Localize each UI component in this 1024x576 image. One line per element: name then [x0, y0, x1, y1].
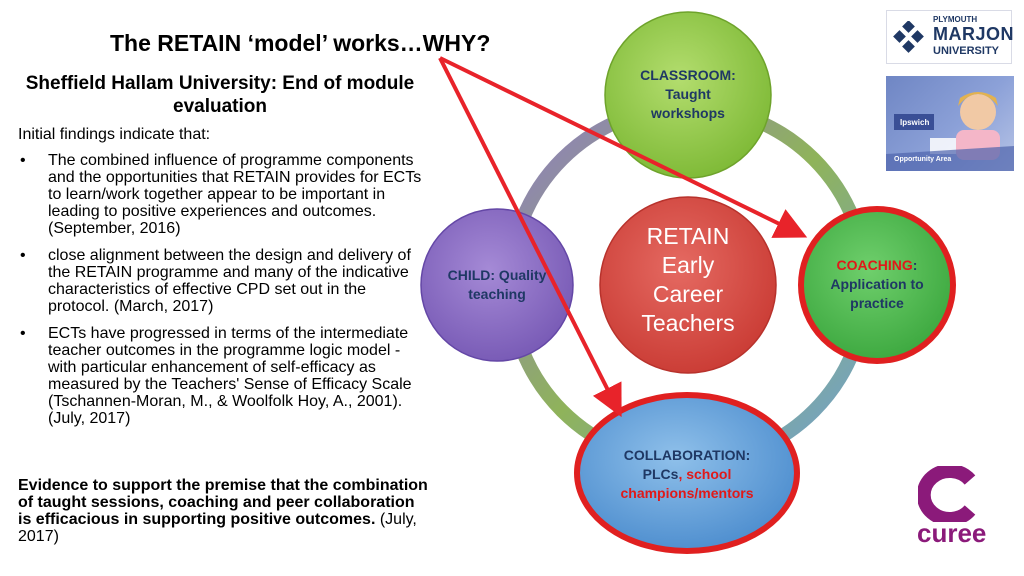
finding-item: • close alignment between the design and …: [18, 247, 428, 315]
curee-c-icon: [918, 466, 976, 522]
arrow-to-collaboration: [438, 57, 622, 418]
center-node: [599, 196, 777, 374]
center-label: RETAIN Early Career Teachers: [608, 222, 768, 338]
coaching-highlight: COACHING: [836, 257, 913, 273]
child-label: CHILD: Quality teaching: [430, 266, 564, 304]
finding-text: ECTs have progressed in terms of the int…: [48, 325, 412, 427]
ipswich-opportunity-area-image: Ipswich Opportunity Area: [886, 76, 1014, 171]
finding-text: The combined influence of programme comp…: [48, 152, 422, 237]
collaboration-label-line: COLLABORATION:: [623, 447, 751, 463]
evidence-statement: Evidence to support the premise that the…: [18, 477, 428, 545]
evidence-date: (July, 2017): [18, 511, 417, 545]
classroom-label: CLASSROOM: Taught workshops: [618, 66, 758, 123]
marjon-diamond-icon: [893, 21, 924, 53]
child-label-line: CHILD: Quality: [447, 267, 547, 283]
arrow-to-coaching: [439, 56, 808, 238]
intro-text: Initial findings indicate that:: [18, 126, 211, 143]
ipswich-tag: Ipswich: [900, 118, 930, 127]
child-label-line: teaching: [468, 286, 526, 302]
ipswich-photo-icon: [886, 92, 1014, 171]
finding-item: • ECTs have progressed in terms of the in…: [18, 325, 428, 427]
collaboration-separator: ,: [678, 466, 687, 482]
evidence-bold: Evidence to support the premise that the…: [18, 477, 428, 528]
opportunity-area-text: Opportunity Area: [894, 156, 952, 163]
coaching-node: [798, 206, 956, 364]
coaching-label-line: practice: [850, 295, 904, 311]
classroom-label-line: workshops: [651, 105, 725, 121]
center-label-line: Early: [661, 252, 715, 278]
school-text: school: [686, 466, 732, 482]
center-label-line: Career: [652, 281, 724, 307]
classroom-label-line: Taught: [665, 86, 711, 102]
finding-text: close alignment between the design and d…: [48, 247, 411, 315]
plymouth-text: PLYMOUTH: [933, 15, 978, 24]
university-text: UNIVERSITY: [933, 45, 1000, 57]
bullet-icon: •: [20, 247, 26, 264]
plcs-text: PLCs: [642, 466, 679, 482]
champions-text: champions/mentors: [620, 485, 754, 501]
center-label-line: RETAIN: [646, 223, 730, 249]
subtitle: Sheffield Hallam University: End of modu…: [25, 73, 415, 117]
page-title: The RETAIN ‘model’ works…WHY?: [110, 30, 491, 56]
marjon-text: MARJON: [933, 24, 1015, 44]
coaching-label-line: Application to: [830, 276, 924, 292]
bullet-icon: •: [20, 325, 26, 342]
center-label-line: Teachers: [641, 310, 735, 336]
coaching-label: COACHING: Application to practice: [807, 256, 947, 313]
coaching-colon: :: [912, 257, 918, 273]
collaboration-node: [574, 392, 800, 554]
curee-logo-text: curee: [917, 518, 987, 548]
finding-item: • The combined influence of programme com…: [18, 152, 428, 237]
collaboration-label: COLLABORATION: PLCs, school champions/me…: [597, 446, 777, 503]
findings-list: • The combined influence of programme com…: [18, 152, 428, 437]
bullet-icon: •: [20, 152, 26, 169]
classroom-label-line: CLASSROOM:: [640, 67, 736, 83]
plymouth-marjon-logo: PLYMOUTH MARJON UNIVERSITY: [886, 10, 1015, 64]
